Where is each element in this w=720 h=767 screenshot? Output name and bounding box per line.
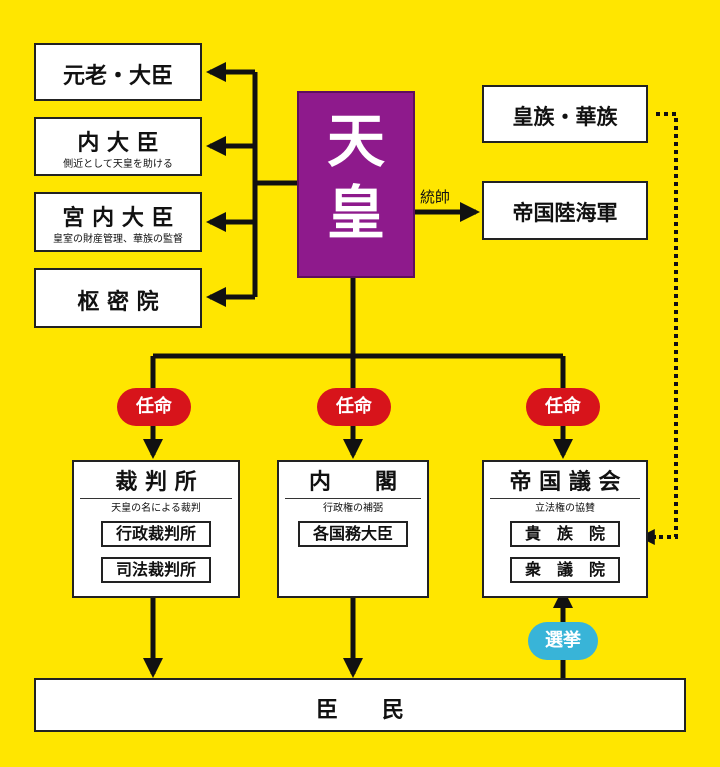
court-divider — [80, 498, 232, 499]
judicial-court-box: 司法裁判所 — [101, 557, 211, 583]
subjects-label: 臣 民 — [315, 698, 404, 723]
genro-box: 元老・大臣 — [34, 43, 202, 101]
sumitsuin-label: 枢 密 院 — [77, 290, 159, 315]
naidaijin-box: 内 大 臣 側近として天皇を助ける — [34, 117, 202, 176]
appointment-badge-diet: 任命 — [526, 388, 600, 426]
genro-label: 元老・大臣 — [62, 64, 173, 89]
emperor-char-1: 天 — [326, 107, 385, 175]
cabinet-title: 内 閣 — [308, 470, 397, 495]
kunaidaijin-note: 皇室の財産管理、華族の監督 — [53, 234, 183, 245]
emperor-box: 天 皇 — [297, 91, 415, 278]
diet-title: 帝 国 議 会 — [509, 470, 621, 495]
cabinet-divider — [285, 498, 421, 499]
administrative-court-box: 行政裁判所 — [101, 521, 211, 547]
emperor-char-2: 皇 — [326, 179, 385, 247]
court-note: 天皇の名による裁判 — [111, 503, 201, 514]
nobility-box: 皇族・華族 — [482, 85, 648, 143]
house-of-peers-box: 貴 族 院 — [510, 521, 620, 547]
naidaijin-label: 内 大 臣 — [77, 131, 159, 156]
dotted-nobility-to-house-of-peers — [642, 112, 678, 539]
election-badge: 選挙 — [528, 622, 598, 660]
ministers-box: 各国務大臣 — [298, 521, 408, 547]
kunaidaijin-label: 宮 内 大 臣 — [62, 206, 174, 231]
kunaidaijin-box: 宮 内 大 臣 皇室の財産管理、華族の監督 — [34, 192, 202, 252]
sumitsuin-box: 枢 密 院 — [34, 268, 202, 328]
diet-divider — [490, 498, 640, 499]
house-of-representatives-box: 衆 議 院 — [510, 557, 620, 583]
court-box: 裁 判 所 天皇の名による裁判 行政裁判所 司法裁判所 — [72, 460, 240, 598]
military-box: 帝国陸海軍 — [482, 181, 648, 240]
appointment-badge-court: 任命 — [117, 388, 191, 426]
diet-note: 立法権の協賛 — [535, 503, 595, 514]
imperial-diet-box: 帝 国 議 会 立法権の協賛 貴 族 院 衆 議 院 — [482, 460, 648, 598]
command-label: 統帥 — [420, 188, 451, 206]
nobility-label: 皇族・華族 — [512, 105, 618, 129]
cabinet-box: 内 閣 行政権の補弼 各国務大臣 — [277, 460, 429, 598]
subjects-box: 臣 民 — [34, 678, 686, 732]
cabinet-note: 行政権の補弼 — [323, 503, 383, 514]
appointment-badge-cabinet: 任命 — [317, 388, 391, 426]
military-label: 帝国陸海軍 — [512, 201, 618, 225]
court-title: 裁 判 所 — [115, 470, 197, 495]
naidaijin-note: 側近として天皇を助ける — [63, 159, 173, 170]
